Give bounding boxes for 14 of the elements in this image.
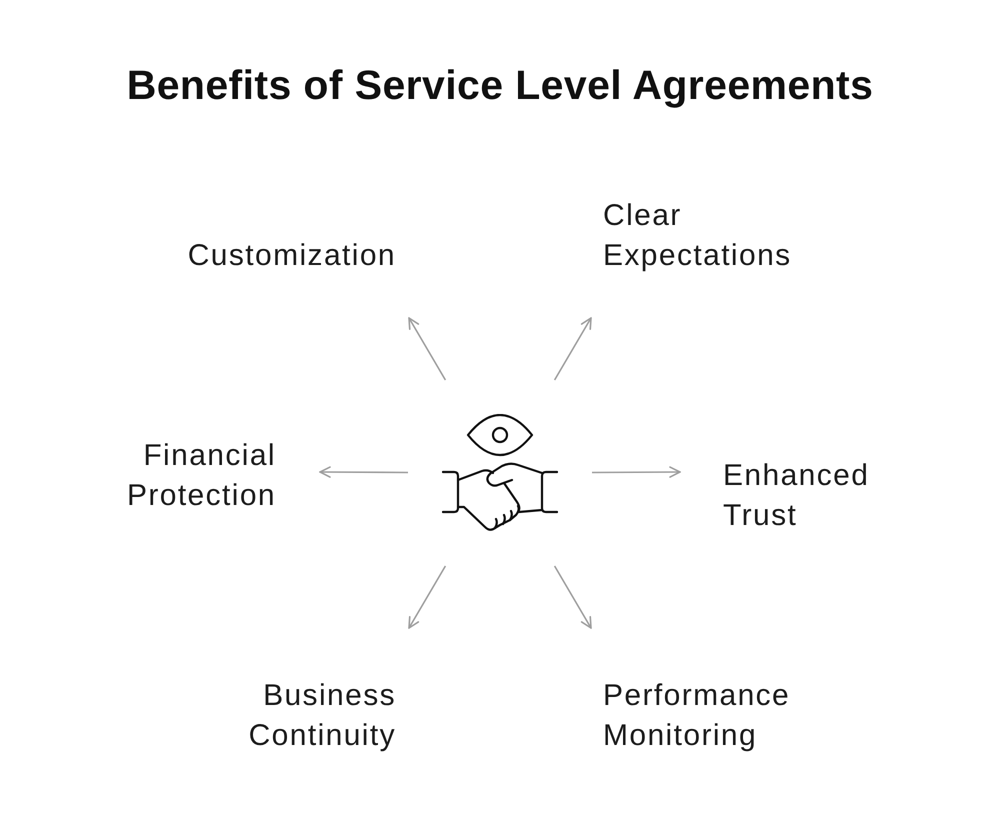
arrow <box>554 566 592 629</box>
arrow <box>554 317 592 380</box>
diagram-title: Benefits of Service Level Agreements <box>126 61 874 110</box>
arrow <box>408 317 446 380</box>
benefit-label: Financial Protection <box>126 436 276 516</box>
benefit-label: Performance Monitoring <box>603 676 790 756</box>
arrow <box>408 566 446 629</box>
benefit-label: Business Continuity <box>248 676 396 756</box>
benefit-label: Enhanced Trust <box>723 456 870 536</box>
benefit-label: Customization <box>188 236 396 276</box>
handshake-eye-icon <box>442 414 558 532</box>
arrow <box>592 466 681 478</box>
arrow <box>319 466 408 478</box>
benefit-label: Clear Expectations <box>603 196 792 276</box>
